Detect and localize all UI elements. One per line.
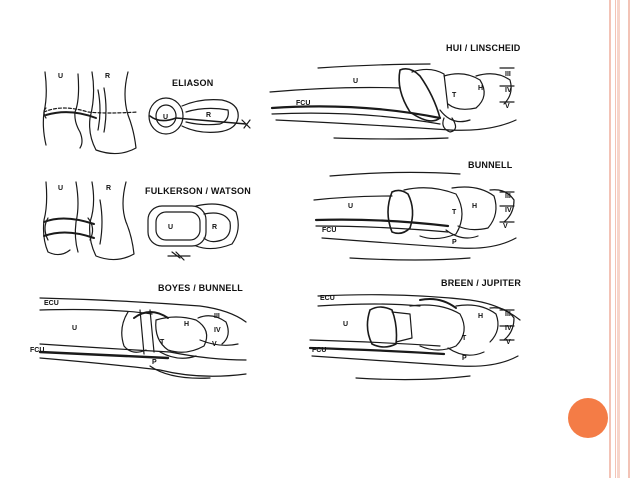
boyes-label-pisiform: P — [152, 359, 157, 366]
breen-label-fcu: FCU — [312, 347, 326, 354]
eliason-crosssection-illustration — [148, 97, 251, 135]
bunnell-label-hamate: H — [472, 203, 477, 210]
bunnell-label-iii: III — [505, 193, 511, 200]
breen-jupiter-illustration — [308, 294, 521, 381]
breen-label-ulna: U — [343, 321, 348, 328]
eliason-label-radius: R — [105, 73, 110, 80]
boyes-label-fcu: FCU — [30, 347, 44, 354]
hui-label-iii: III — [505, 71, 511, 78]
boyes-label-hamate: H — [184, 321, 189, 328]
fulkerson-watson-crosssection-illustration — [147, 203, 239, 261]
breen-label-v: V — [506, 339, 511, 346]
fulkerson-label-radius: R — [106, 185, 111, 192]
bunnell-label-pisiform: P — [452, 239, 457, 246]
boyes-label-ecu: ECU — [44, 300, 59, 307]
breen-label-pisiform: P — [462, 355, 467, 362]
fulkerson-watson-bones-illustration — [42, 181, 135, 261]
border-stripe — [617, 0, 620, 478]
bunnell-illustration — [313, 171, 517, 261]
breen-label-ecu: ECU — [320, 295, 335, 302]
bunnell-label-fcu: FCU — [322, 227, 336, 234]
eliason-xsec-label-ulna: U — [163, 114, 168, 121]
eliason-title: ELIASON — [172, 78, 214, 88]
fulkerson-xsec-label-ulna: U — [168, 224, 173, 231]
breen-label-hamate: H — [478, 313, 483, 320]
border-stripe — [615, 0, 616, 478]
boyes-label-iii: III — [214, 313, 220, 320]
surgical-illustrations: U R U R U R U R ECU U FCU H T III IV V P… — [30, 63, 521, 381]
hui-label-hamate: H — [478, 85, 483, 92]
breen-label-iv: IV — [505, 325, 512, 332]
bunnell-label-v: V — [503, 223, 508, 230]
hui-label-iv: IV — [505, 87, 512, 94]
border-stripe — [609, 0, 611, 478]
bunnell-label-iv: IV — [505, 207, 512, 214]
bunnell-title: BUNNELL — [468, 160, 513, 170]
hui-linscheid-title: HUI / LINSCHEID — [446, 43, 521, 53]
eliason-xsec-label-radius: R — [206, 112, 211, 119]
bunnell-label-triquetrum: T — [452, 209, 457, 216]
eliason-label-ulna: U — [58, 73, 63, 80]
boyes-bunnell-title: BOYES / BUNNELL — [158, 283, 244, 293]
accent-circle — [568, 398, 608, 438]
eliason-bones-illustration — [42, 71, 139, 155]
bunnell-label-ulna: U — [348, 203, 353, 210]
breen-label-triquetrum: T — [462, 335, 467, 342]
breen-jupiter-title: BREEN / JUPITER — [441, 278, 522, 288]
boyes-bunnell-illustration — [38, 297, 247, 379]
fulkerson-label-ulna: U — [58, 185, 63, 192]
hui-linscheid-illustration — [269, 63, 517, 140]
boyes-label-triquetrum: T — [160, 339, 165, 346]
boyes-label-iv: IV — [214, 327, 221, 334]
boyes-label-ulna: U — [72, 325, 77, 332]
hui-label-fcu: FCU — [296, 100, 310, 107]
hui-label-v: V — [505, 103, 510, 110]
hui-label-ulna: U — [353, 78, 358, 85]
fulkerson-watson-title: FULKERSON / WATSON — [145, 186, 251, 196]
hui-label-triquetrum: T — [452, 92, 457, 99]
slide-border-decoration — [608, 0, 638, 478]
boyes-label-v: V — [212, 341, 217, 348]
breen-label-iii: III — [505, 311, 511, 318]
fulkerson-xsec-label-radius: R — [212, 224, 217, 231]
border-stripe — [628, 0, 630, 478]
